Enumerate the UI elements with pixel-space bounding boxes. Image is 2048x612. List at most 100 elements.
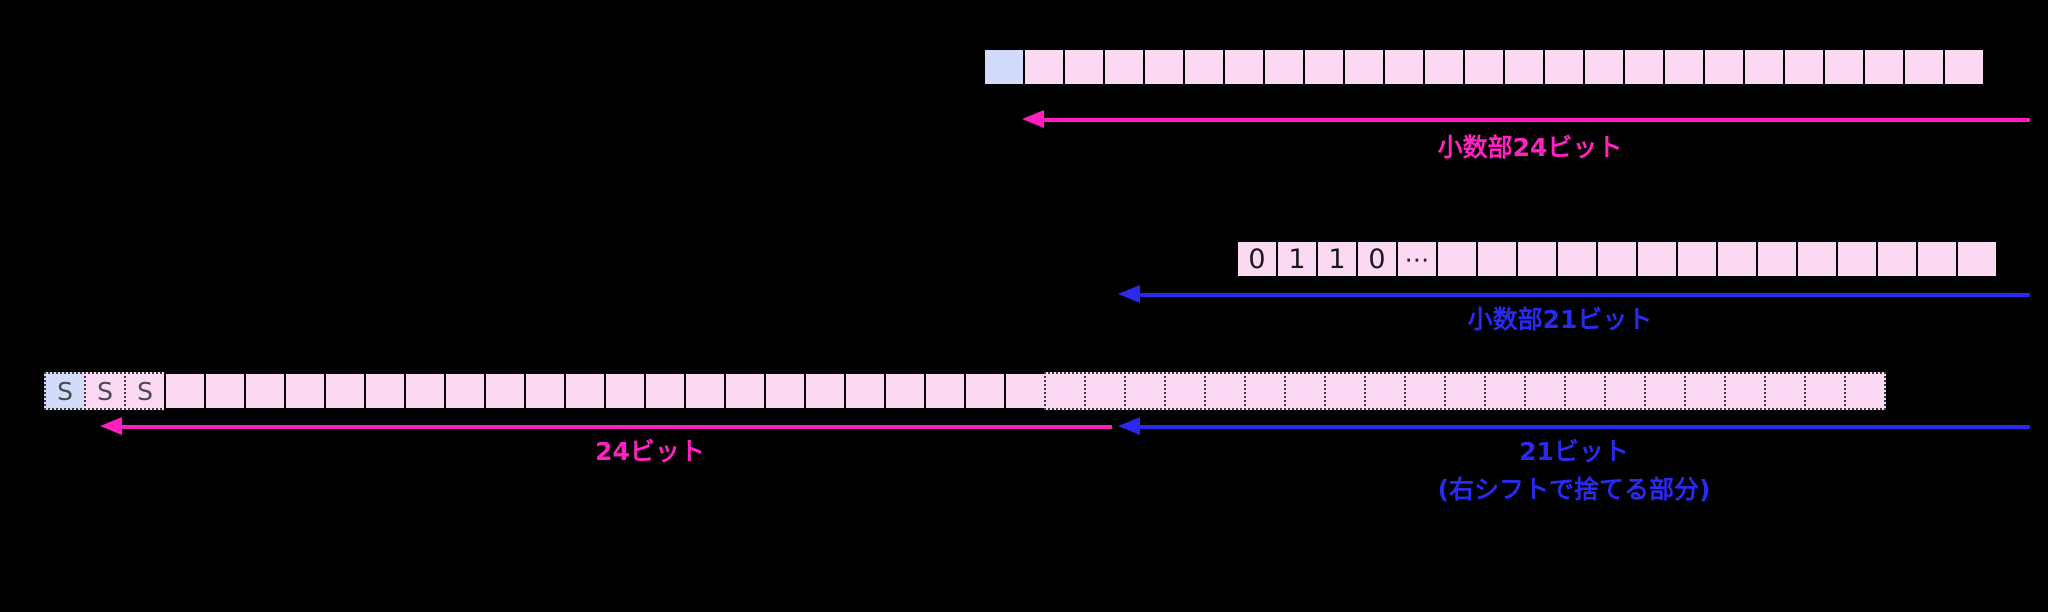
bit-cell	[983, 48, 1025, 86]
arrow-head-left-icon	[100, 417, 122, 435]
bit-cell	[1903, 48, 1945, 86]
bit-cell	[964, 372, 1006, 410]
bit-cell	[1783, 48, 1825, 86]
bit-cell	[1423, 48, 1465, 86]
bit-cell: 0	[1236, 240, 1278, 278]
bit-cell	[1516, 240, 1558, 278]
bit-cell	[1623, 48, 1665, 86]
fraction-21bit-label: 小数部21ビット	[1467, 305, 1653, 334]
bit-cell: ⋯	[1396, 240, 1438, 278]
bit-cell	[804, 372, 846, 410]
bit-cell	[1604, 372, 1646, 410]
bit-cell	[1383, 48, 1425, 86]
bit-cell	[1684, 372, 1726, 410]
bit-cell	[1324, 372, 1366, 410]
bit-cell	[684, 372, 726, 410]
bit-cell	[1644, 372, 1686, 410]
bit-cell	[1004, 372, 1046, 410]
bit-cell	[364, 372, 406, 410]
bit-cell	[1804, 372, 1846, 410]
bit-cell	[1044, 372, 1086, 410]
bit-cell	[1484, 372, 1526, 410]
bit-cell	[404, 372, 446, 410]
bit-cell	[1103, 48, 1145, 86]
bit-cell	[1263, 48, 1305, 86]
bottom-21bit-arrow	[1118, 417, 2030, 435]
bit-cell	[1796, 240, 1838, 278]
bit-cell	[1764, 372, 1806, 410]
bit-cell	[444, 372, 486, 410]
bit-cell	[1724, 372, 1766, 410]
bit-cell	[1404, 372, 1446, 410]
bit-cell	[1303, 48, 1345, 86]
bit-cell	[204, 372, 246, 410]
bit-cell: S	[44, 372, 86, 410]
arrow-shaft	[118, 425, 1112, 429]
bit-cell	[284, 372, 326, 410]
bit-cell	[1244, 372, 1286, 410]
bit-cell	[1863, 48, 1905, 86]
bit-cell	[1876, 240, 1918, 278]
bit-cell	[1444, 372, 1486, 410]
bit-cell	[484, 372, 526, 410]
bit-cell	[1636, 240, 1678, 278]
bit-cell	[844, 372, 886, 410]
bit-cell	[1223, 48, 1265, 86]
bit-cell	[1556, 240, 1598, 278]
bit-cell	[1164, 372, 1206, 410]
bit-cell	[1084, 372, 1126, 410]
bit-cell	[324, 372, 366, 410]
bit-cell	[1503, 48, 1545, 86]
bit-cell	[1063, 48, 1105, 86]
fraction-24bit-row	[983, 48, 1985, 86]
bit-cell	[1823, 48, 1865, 86]
arrow-shaft	[1040, 118, 2030, 122]
bit-cell	[1524, 372, 1566, 410]
arrow-head-left-icon	[1118, 285, 1140, 303]
bottom-21bit-label: 21ビット	[1519, 437, 1629, 466]
bottom-discarded-note-label: (右シフトで捨てる部分)	[1437, 475, 1711, 504]
bit-cell	[764, 372, 806, 410]
bit-cell	[1943, 48, 1985, 86]
bit-cell	[1284, 372, 1326, 410]
bit-cell	[884, 372, 926, 410]
bit-cell	[164, 372, 206, 410]
bit-cell	[1463, 48, 1505, 86]
bit-cell	[1543, 48, 1585, 86]
bit-cell	[244, 372, 286, 410]
fraction-24bit-label: 小数部24ビット	[1437, 133, 1623, 162]
bit-cell: 0	[1356, 240, 1398, 278]
bit-cell	[1124, 372, 1166, 410]
bit-cell	[1844, 372, 1886, 410]
bit-cell	[1564, 372, 1606, 410]
bit-cell	[1596, 240, 1638, 278]
bit-cell	[1436, 240, 1478, 278]
bit-cell	[1743, 48, 1785, 86]
bit-cell	[1204, 372, 1246, 410]
bit-cell	[644, 372, 686, 410]
bit-cell	[524, 372, 566, 410]
bit-cell	[1183, 48, 1225, 86]
fraction-24bit-arrow	[1022, 110, 2030, 128]
bit-cell	[1676, 240, 1718, 278]
bottom-24bit-label: 24ビット	[595, 437, 705, 466]
bit-cell: S	[84, 372, 126, 410]
bit-cell	[1583, 48, 1625, 86]
bit-cell	[1023, 48, 1065, 86]
bit-cell	[1836, 240, 1878, 278]
fraction-21bit-arrow	[1118, 285, 2030, 303]
bit-cell: 1	[1316, 240, 1358, 278]
arrow-head-left-icon	[1118, 417, 1140, 435]
bit-cell	[724, 372, 766, 410]
bit-cell: S	[124, 372, 166, 410]
arrow-shaft	[1136, 293, 2030, 297]
bit-cell	[1716, 240, 1758, 278]
bit-cell	[1756, 240, 1798, 278]
arrow-head-left-icon	[1022, 110, 1044, 128]
bottom-24bit-arrow	[100, 417, 1112, 435]
bit-cell	[1364, 372, 1406, 410]
bit-cell	[604, 372, 646, 410]
